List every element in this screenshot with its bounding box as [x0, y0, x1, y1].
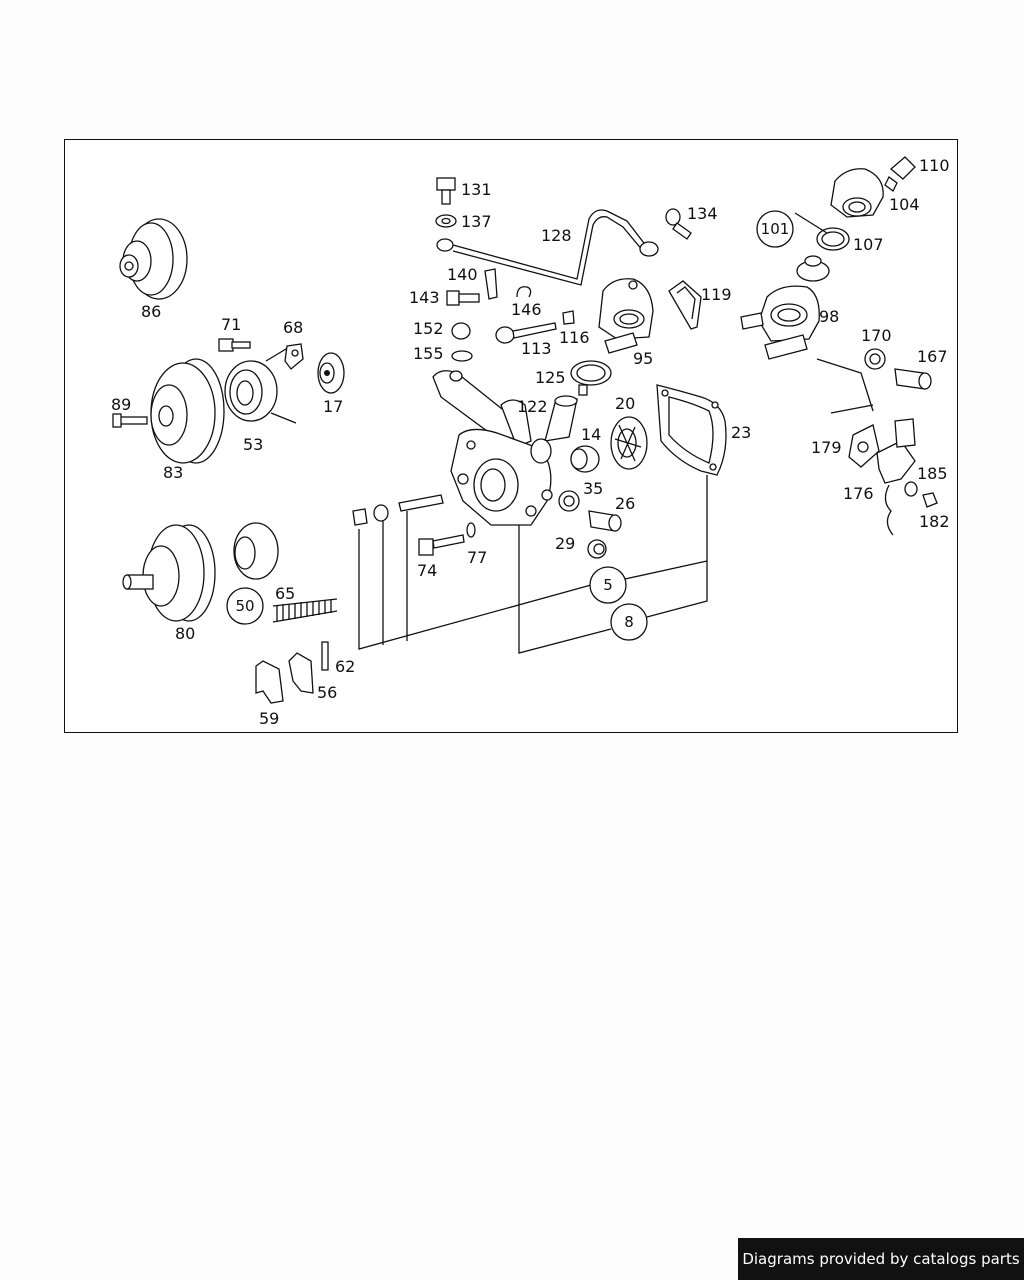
- label-17: 17: [323, 397, 343, 416]
- label-8: 8: [624, 613, 634, 631]
- pulley-86-drawing: [119, 218, 188, 300]
- label-83: 83: [163, 463, 183, 482]
- small-parts-drawing: [446, 268, 532, 362]
- seals-26-29-35-drawing: [558, 490, 622, 559]
- label-68: 68: [283, 318, 303, 337]
- hose-parts-drawing: [544, 360, 612, 473]
- label-119: 119: [701, 285, 732, 304]
- label-167: 167: [917, 347, 948, 366]
- label-74: 74: [417, 561, 437, 580]
- thermostat-housing-drawing: [740, 156, 916, 360]
- bolt-113-drawing: [495, 310, 575, 344]
- label-113: 113: [521, 339, 552, 358]
- label-35: 35: [583, 479, 603, 498]
- label-20: 20: [615, 394, 635, 413]
- pulley-83-drawing: [112, 358, 225, 464]
- label-14: 14: [581, 425, 601, 444]
- label-110: 110: [919, 156, 950, 175]
- label-143: 143: [409, 288, 440, 307]
- label-116: 116: [559, 328, 590, 347]
- circle-5: [589, 566, 627, 604]
- brackets-56-59-drawing: [255, 641, 329, 704]
- label-176: 176: [843, 484, 874, 503]
- label-107: 107: [853, 235, 884, 254]
- label-5: 5: [603, 576, 613, 594]
- label-80: 80: [175, 624, 195, 643]
- parts-diagram-frame: 131 137 128 134 110 104 101 107 86 140 1…: [64, 139, 958, 733]
- label-134: 134: [687, 204, 718, 223]
- label-95: 95: [633, 349, 653, 368]
- label-122: 122: [517, 397, 548, 416]
- fasteners-drawing: [352, 494, 476, 556]
- circle-101: [756, 210, 794, 248]
- pulley-80-drawing: [122, 524, 216, 622]
- circle-50: [226, 587, 264, 625]
- label-182: 182: [919, 512, 950, 531]
- label-131: 131: [461, 180, 492, 199]
- pipe-128-drawing: [435, 177, 692, 286]
- gasket-23-drawing: [656, 384, 727, 476]
- label-62: 62: [335, 657, 355, 676]
- label-53: 53: [243, 435, 263, 454]
- label-179: 179: [811, 438, 842, 457]
- label-140: 140: [447, 265, 478, 284]
- label-101: 101: [761, 220, 790, 238]
- label-29: 29: [555, 534, 575, 553]
- label-146: 146: [511, 300, 542, 319]
- label-125: 125: [535, 368, 566, 387]
- flange-17-drawing: [317, 352, 345, 394]
- label-86: 86: [141, 302, 161, 321]
- idler-53-drawing: [218, 338, 304, 424]
- label-152: 152: [413, 319, 444, 338]
- parts-diagram: 131 137 128 134 110 104 101 107 86 140 1…: [111, 156, 950, 728]
- label-23: 23: [731, 423, 751, 442]
- label-59: 59: [259, 709, 279, 728]
- label-185: 185: [917, 464, 948, 483]
- label-26: 26: [615, 494, 635, 513]
- label-128: 128: [541, 226, 572, 245]
- water-pump-body-drawing: [432, 370, 553, 526]
- label-50: 50: [235, 597, 254, 615]
- sensor-parts-drawing: [816, 358, 938, 536]
- circle-8: [610, 603, 648, 641]
- fittings-167-170-drawing: [864, 348, 932, 390]
- label-170: 170: [861, 326, 892, 345]
- credit-banner: Diagrams provided by catalogs parts: [738, 1238, 1024, 1280]
- assembly-leader-lines: [358, 475, 708, 654]
- label-56: 56: [317, 683, 337, 702]
- idler-65-drawing: [233, 522, 338, 623]
- label-77: 77: [467, 548, 487, 567]
- label-98: 98: [819, 307, 839, 326]
- gasket-119-drawing: [668, 280, 702, 330]
- label-65: 65: [275, 584, 295, 603]
- label-155: 155: [413, 344, 444, 363]
- label-137: 137: [461, 212, 492, 231]
- label-89: 89: [111, 395, 131, 414]
- label-71: 71: [221, 315, 241, 334]
- housing-95-drawing: [598, 278, 654, 354]
- credit-text: Diagrams provided by catalogs parts: [742, 1250, 1020, 1268]
- label-104: 104: [889, 195, 920, 214]
- impeller-20-drawing: [610, 416, 648, 470]
